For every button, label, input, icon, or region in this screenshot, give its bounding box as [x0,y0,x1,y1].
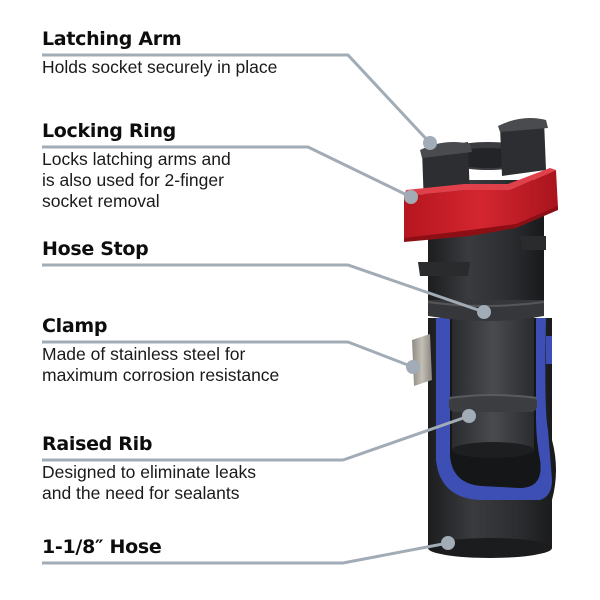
description-line: Designed to eliminate leaks [42,462,257,482]
callout-title: Raised Rib [42,433,153,455]
connector-dots [404,136,491,550]
callout-latching-arm: Latching Arm Holds socket securely in pl… [42,28,277,78]
connector-clamp [42,340,414,369]
connector-hose-stop [42,263,485,314]
callout-description: Locks latching arms and is also used for… [42,149,231,212]
clamp [412,334,552,386]
connector-hose [42,541,449,565]
connector-locking-ring [42,145,412,199]
dot-latching-arm [423,136,437,150]
locking-ring [404,168,558,242]
description-line: and the need for sealants [42,483,240,503]
callout-clamp: Clamp Made of stainless steel for maximu… [42,315,279,386]
connector-raised-rib [42,414,470,462]
callout-title: Clamp [42,315,108,337]
dot-clamp [406,360,420,374]
callout-title: Locking Ring [42,120,176,142]
callout-locking-ring: Locking Ring Locks latching arms and is … [42,120,231,212]
callout-description: Holds socket securely in place [42,57,277,78]
description-line: maximum corrosion resistance [42,365,280,385]
callout-title: Latching Arm [42,28,182,50]
callout-raised-rib: Raised Rib Designed to eliminate leaks a… [42,433,256,504]
description-line: Holds socket securely in place [42,57,278,77]
callout-hose: 1-1/8″ Hose [42,536,162,558]
description-line: is also used for 2-finger [42,170,224,190]
callout-description: Designed to eliminate leaks and the need… [42,462,256,504]
dot-hose [441,536,455,550]
callout-description: Made of stainless steel for maximum corr… [42,344,279,386]
dot-hose-stop [477,305,491,319]
callout-title: 1-1/8″ Hose [42,536,162,558]
dot-raised-rib [462,409,476,423]
dot-locking-ring [404,190,418,204]
callout-title: Hose Stop [42,238,149,260]
description-line: Locks latching arms and [42,149,231,169]
connector-latching-arm [42,53,432,145]
callout-hose-stop: Hose Stop [42,238,149,260]
connector-lines [42,53,485,565]
description-line: Made of stainless steel for [42,344,246,364]
description-line: socket removal [42,191,160,211]
socket-barrel [448,310,538,458]
